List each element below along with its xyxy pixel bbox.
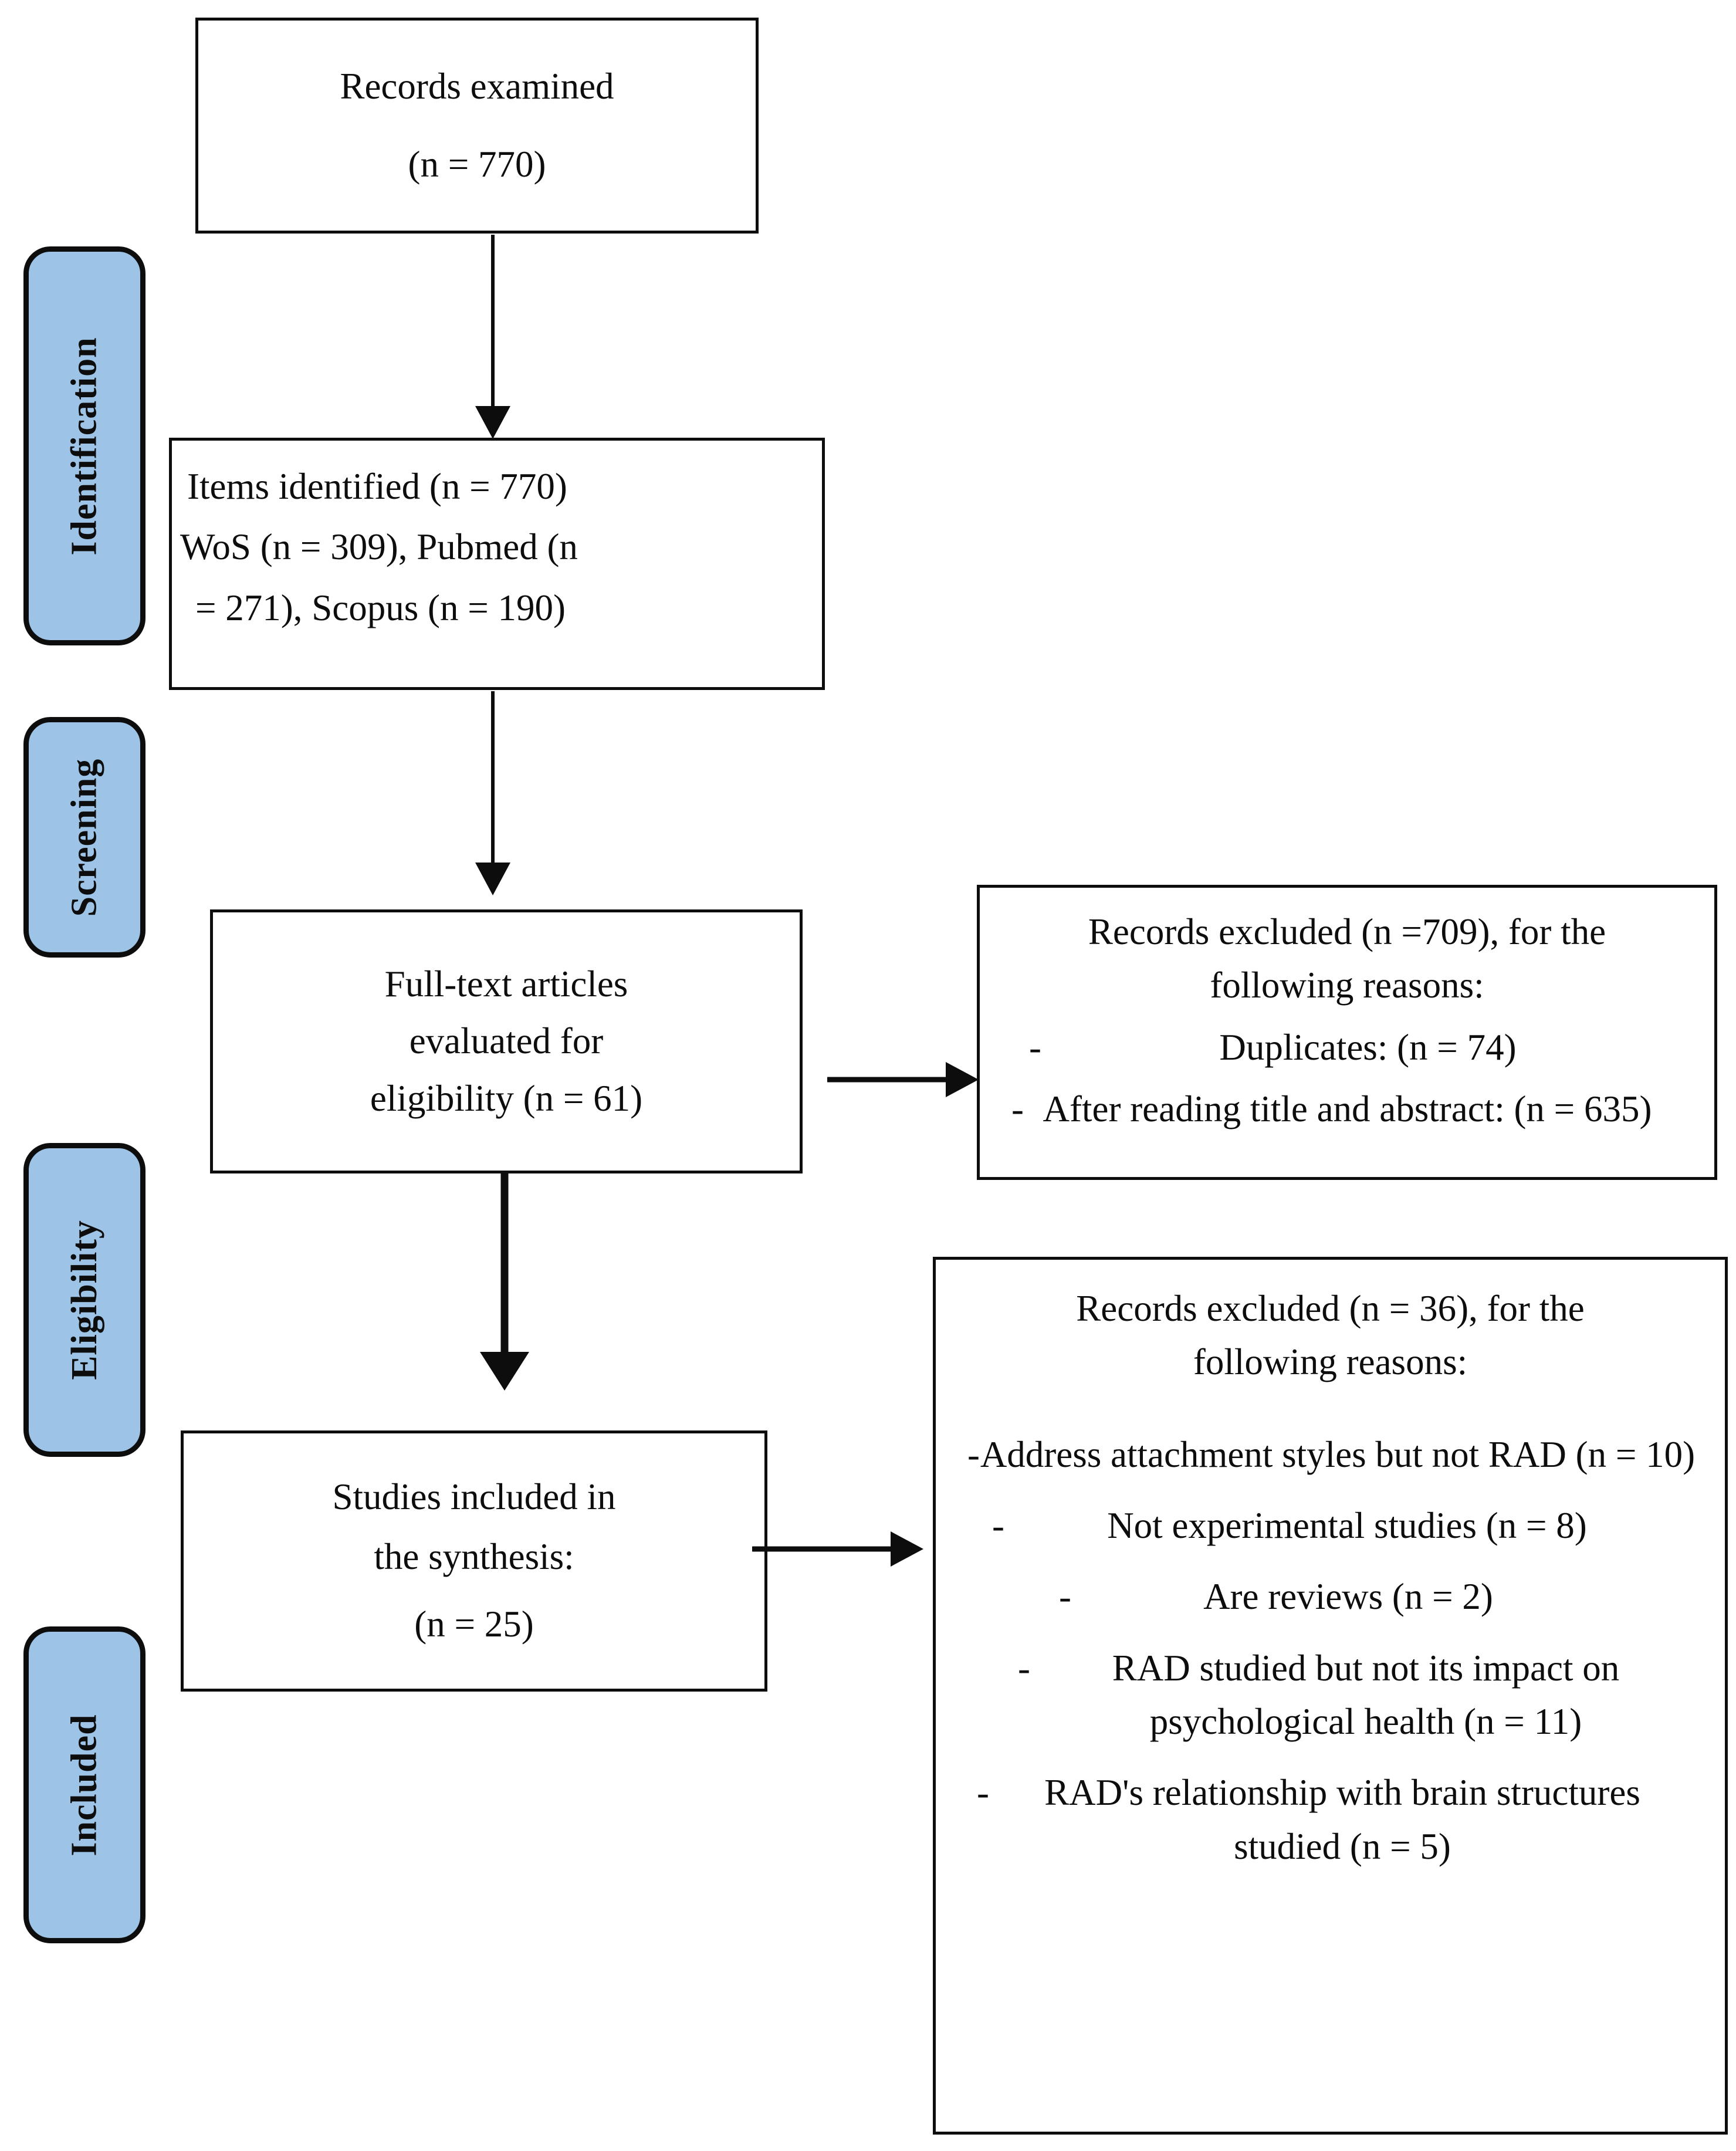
bullet-dash: - <box>1011 1088 1024 1130</box>
phase-tab-eligibility-label: Eligibility <box>64 1220 104 1380</box>
box-excluded-eligibility: Records excluded (n = 36), for the follo… <box>933 1257 1728 2135</box>
arrow-items-to-fulltext <box>469 691 516 895</box>
box-fulltext-evaluated: Full-text articles evaluated for eligibi… <box>210 909 803 1173</box>
list-item: - RAD's relationship with brain structur… <box>959 1766 1701 1873</box>
list-item: - Are reviews (n = 2) <box>959 1570 1701 1624</box>
box-items-identified-line-1: Items identified (n = 770) <box>187 466 567 507</box>
bullet-dash: - <box>1059 1576 1071 1618</box>
box-excluded-eligibility-head-line-2: following reasons: <box>1193 1341 1468 1383</box>
excluded-screening-reason-1: Duplicates: (n = 74) <box>1219 1026 1517 1068</box>
phase-tab-identification: Identification <box>23 246 145 645</box>
excluded-eligibility-reason-4: RAD studied but not its impact on psycho… <box>1112 1647 1620 1743</box>
box-items-identified-line-3: = 271), Scopus (n = 190) <box>195 587 566 628</box>
phase-tab-included-label: Included <box>64 1713 104 1856</box>
list-item: - After reading title and abstract: (n =… <box>1000 1083 1694 1136</box>
box-studies-included-line-2: the synthesis: <box>374 1536 574 1577</box>
bullet-dash: - <box>977 1772 989 1814</box>
bullet-dash: - <box>1018 1647 1030 1689</box>
box-fulltext-evaluated-line-1: Full-text articles <box>384 963 628 1005</box>
excluded-eligibility-reason-2: Not experimental studies (n = 8) <box>1107 1505 1587 1547</box>
arrow-fulltext-to-excluded-screening <box>827 1056 979 1103</box>
arrow-fulltext-to-studies <box>469 1173 540 1391</box>
bullet-dash: - <box>992 1505 1004 1547</box>
box-excluded-eligibility-head-line-1: Records excluded (n = 36), for the <box>1076 1288 1585 1329</box>
list-item: - Not experimental studies (n = 8) <box>959 1499 1701 1553</box>
excluded-eligibility-reason-list: - Address attachment styles but not RAD … <box>959 1413 1701 1873</box>
box-records-examined-line-1: Records examined <box>340 65 614 107</box>
list-item: - RAD studied but not its impact on psyc… <box>959 1642 1701 1749</box>
bullet-dash: - <box>1029 1026 1041 1068</box>
box-studies-included: Studies included in the synthesis: (n = … <box>181 1430 767 1692</box>
excluded-eligibility-reason-1: Address attachment styles but not RAD (n… <box>980 1433 1696 1475</box>
box-excluded-screening-head-line-1: Records excluded (n =709), for the <box>1088 911 1606 952</box>
phase-tab-included: Included <box>23 1626 145 1943</box>
excluded-eligibility-reason-5: RAD's relationship with brain structures… <box>1044 1772 1640 1867</box>
arrow-studies-to-excluded-eligibility <box>752 1526 923 1572</box>
excluded-screening-reason-list: - Duplicates: (n = 74) - After reading t… <box>1000 1013 1694 1137</box>
phase-tab-identification-label: Identification <box>64 336 104 556</box>
excluded-eligibility-reason-3: Are reviews (n = 2) <box>1203 1576 1493 1618</box>
excluded-screening-reason-2: After reading title and abstract: (n = 6… <box>1043 1088 1652 1130</box>
box-excluded-screening-head-line-2: following reasons: <box>1210 965 1484 1006</box>
list-item: - Address attachment styles but not RAD … <box>959 1428 1701 1482</box>
list-item: - Duplicates: (n = 74) <box>1000 1021 1694 1074</box>
box-studies-included-line-3: (n = 25) <box>414 1604 534 1645</box>
phase-tab-eligibility: Eligibility <box>23 1143 145 1457</box>
box-items-identified-line-2: WoS (n = 309), Pubmed (n <box>180 526 578 568</box>
arrow-records-to-items <box>469 235 516 439</box>
box-fulltext-evaluated-line-2: evaluated for <box>409 1020 604 1062</box>
phase-tab-screening-label: Screening <box>64 758 104 916</box>
box-fulltext-evaluated-line-3: eligibility (n = 61) <box>370 1077 643 1119</box>
box-studies-included-line-1: Studies included in <box>332 1476 616 1518</box>
box-excluded-screening: Records excluded (n =709), for the follo… <box>977 885 1717 1180</box>
box-items-identified: Items identified (n = 770) WoS (n = 309)… <box>169 438 825 690</box>
box-records-examined: Records examined (n = 770) <box>195 18 759 234</box>
box-records-examined-line-2: (n = 770) <box>408 144 546 185</box>
bullet-dash: - <box>967 1433 980 1475</box>
phase-tab-screening: Screening <box>23 717 145 958</box>
